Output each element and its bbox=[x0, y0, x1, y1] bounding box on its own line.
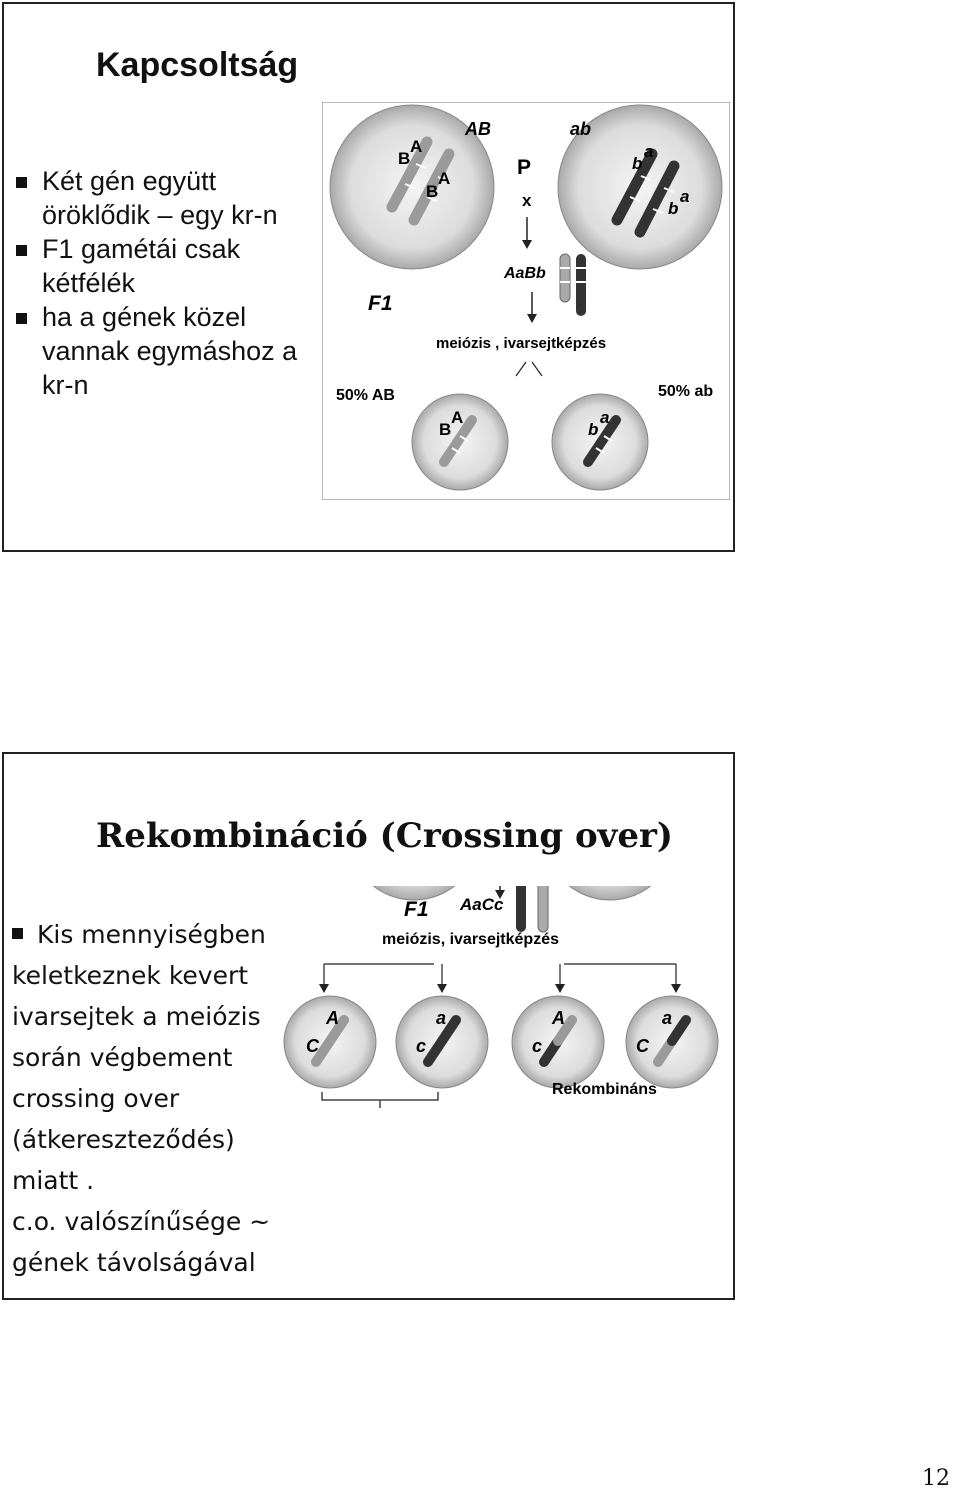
square-bullet-icon bbox=[16, 313, 27, 324]
chromosome-light bbox=[559, 253, 571, 303]
chromosome-dark bbox=[611, 148, 680, 238]
gene-label: B bbox=[439, 420, 451, 439]
list-item: Kis mennyiségben keletkeznek kevert ivar… bbox=[12, 914, 302, 1201]
genotype-label-AaCc: AaCc bbox=[459, 895, 504, 914]
gene-label: b bbox=[668, 199, 678, 218]
gene-label: B bbox=[398, 149, 410, 168]
slide-title: Rekombináció (Crossing over) bbox=[96, 816, 674, 856]
list-item: Két gén együtt öröklődik – egy kr-n bbox=[16, 164, 316, 232]
gene-label: C bbox=[306, 1036, 320, 1056]
genotype-label-ab: ab bbox=[570, 119, 591, 139]
process-label: meiózis, ivarsejtképzés bbox=[382, 931, 559, 948]
recombinant-label: Rekombináns bbox=[552, 1081, 657, 1098]
bullet-text: Két gén együtt öröklődik – egy kr-n bbox=[42, 166, 278, 230]
gene-label: B bbox=[426, 182, 438, 201]
gene-label: A bbox=[410, 137, 422, 156]
parental-label: P bbox=[517, 156, 531, 179]
gene-label: A bbox=[325, 1008, 339, 1028]
parent-cell-AC bbox=[372, 886, 456, 901]
gamete-percent-ab: 50% ab bbox=[658, 383, 713, 400]
chromosome-light bbox=[386, 136, 455, 226]
chromosome-dark bbox=[576, 254, 586, 316]
crossing-over-diagram: AC ac C A A C c a a c P x F1 AaCc meiózi… bbox=[283, 886, 719, 1108]
gene-label: b bbox=[632, 154, 642, 173]
gene-label: C bbox=[636, 1036, 650, 1056]
square-bullet-icon bbox=[16, 245, 27, 256]
chromosome-light bbox=[537, 886, 549, 933]
arrow-down-icon bbox=[319, 984, 329, 993]
list-item: F1 gamétái csak kétfélék bbox=[16, 232, 316, 300]
gene-label: b bbox=[588, 420, 598, 439]
gene-label: c bbox=[416, 1036, 426, 1056]
slide-kapcsoltsag: Kapcsoltság Két gén együtt öröklődik – e… bbox=[2, 2, 735, 552]
square-bullet-icon bbox=[16, 177, 27, 188]
chromosome-dark bbox=[667, 1015, 691, 1046]
square-bullet-icon bbox=[12, 927, 23, 939]
process-label: meiózis , ivarsejtképzés bbox=[436, 335, 606, 352]
gene-label: A bbox=[451, 408, 463, 427]
arrow-down-icon bbox=[437, 984, 447, 993]
bullet-list: Kis mennyiségben keletkeznek kevert ivar… bbox=[12, 914, 302, 1283]
generation-label-F1: F1 bbox=[404, 898, 429, 921]
bullet-text: c.o. valószínűsége ~ gének távolságával bbox=[12, 1207, 271, 1277]
page-number: 12 bbox=[922, 1466, 950, 1491]
gene-label: A bbox=[551, 1008, 565, 1028]
chromosome-light bbox=[553, 1015, 577, 1046]
bullet-text: Kis mennyiségben keletkeznek kevert ivar… bbox=[12, 920, 266, 1195]
linkage-diagram: B A B A b a b a AB ab P x AaBb F1 meiózi… bbox=[322, 102, 730, 500]
chromosome-dark bbox=[516, 886, 526, 932]
bullet-list: Két gén együtt öröklődik – egy kr-n F1 g… bbox=[16, 164, 316, 402]
arrow-down-icon bbox=[495, 890, 505, 899]
arrow-down-icon bbox=[671, 984, 681, 993]
gene-label: a bbox=[644, 142, 653, 161]
gene-label: a bbox=[436, 1008, 446, 1028]
cross-label: x bbox=[522, 191, 532, 210]
bullet-text: ha a gének közel vannak egymáshoz a kr-n bbox=[42, 302, 298, 400]
generation-label-F1: F1 bbox=[368, 292, 393, 315]
gene-label: a bbox=[662, 1008, 672, 1028]
genotype-label-AaBb: AaBb bbox=[503, 265, 546, 282]
gene-label: a bbox=[600, 408, 609, 427]
chromosome-dark bbox=[423, 1015, 461, 1067]
arrow-down-icon bbox=[527, 314, 537, 323]
bracket bbox=[321, 1092, 439, 1101]
chromosome-light bbox=[311, 1015, 349, 1067]
slide-title: Kapcsoltság bbox=[96, 46, 299, 84]
arrow-down-icon bbox=[555, 984, 565, 993]
list-item: c.o. valószínűsége ~ gének távolságával bbox=[12, 1201, 302, 1283]
bullet-text: F1 gamétái csak kétfélék bbox=[42, 234, 241, 298]
list-item: ha a gének közel vannak egymáshoz a kr-n bbox=[16, 300, 316, 402]
chromosome-light bbox=[439, 415, 477, 467]
gene-label: A bbox=[438, 169, 450, 188]
arrow-down-icon bbox=[522, 240, 532, 249]
gamete-percent-AB: 50% AB bbox=[336, 387, 395, 404]
chromosome-dark bbox=[583, 415, 621, 467]
slide-rekombinacio: Rekombináció (Crossing over) Kis mennyis… bbox=[2, 752, 735, 1300]
gene-label: a bbox=[680, 187, 689, 206]
genotype-label-AB: AB bbox=[464, 119, 491, 139]
gene-label: c bbox=[532, 1036, 542, 1056]
parent-cell-ac bbox=[568, 886, 652, 901]
